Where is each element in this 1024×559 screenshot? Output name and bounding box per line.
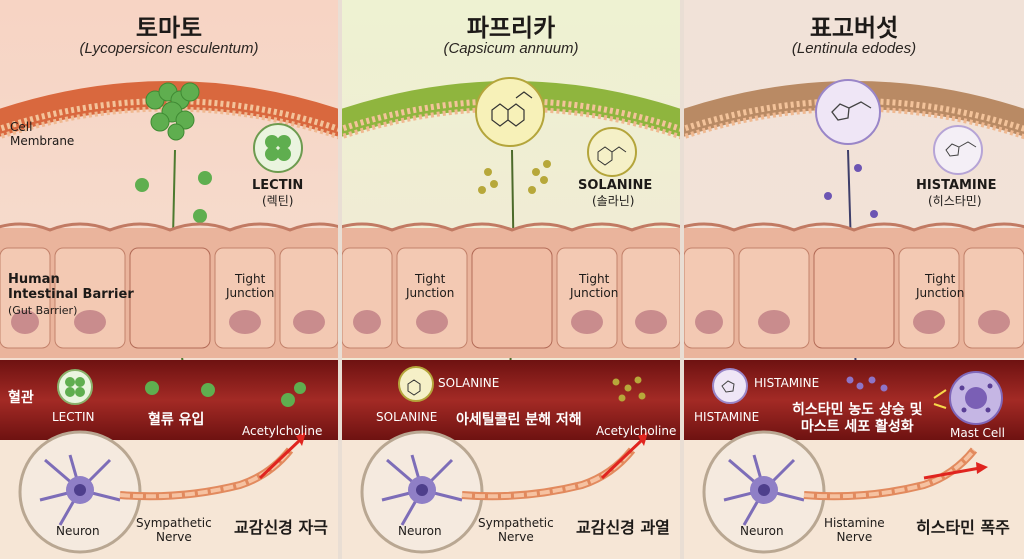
vessel-toxin-label: SOLANINE — [376, 410, 438, 424]
toxin-label: LECTIN — [252, 178, 304, 193]
final-effect: 교감신경 자극 — [234, 518, 328, 537]
vessel-toxin-top: HISTAMINE — [754, 376, 820, 390]
panel-shiitake: 표고버섯 (Lentinula edodes) HISTAMINE (히스타민)… — [684, 0, 1024, 559]
nerve-label: Sympathetic Nerve — [478, 516, 554, 544]
vessel-toxin-label: HISTAMINE — [694, 410, 760, 424]
signal-arrow — [923, 466, 981, 480]
neurotransmitter-label: Acetylcholine — [242, 424, 323, 438]
panel-subtitle: (Lentinula edodes) — [791, 40, 917, 57]
final-effect: 히스타민 폭주 — [916, 518, 1010, 537]
lectin-cluster — [145, 82, 200, 141]
membrane-label: Cell Membrane — [10, 120, 75, 148]
neuron — [39, 454, 121, 526]
vessel-effect: 혈류 유입 — [148, 412, 205, 428]
neuron — [381, 454, 463, 526]
barrier-sublabel: (Gut Barrier) — [8, 304, 78, 317]
panel-title: 토마토 — [135, 14, 203, 42]
vessel-effect: 히스타민 농도 상승 및 마스트 세포 활성화 — [792, 402, 923, 435]
vessel-toxin-label: LECTIN — [52, 410, 95, 424]
panel-subtitle: (Lycopersicon esculentum) — [79, 40, 259, 57]
junction-label: Tight Junction — [226, 272, 275, 300]
histamine-badge — [933, 125, 983, 175]
mast-cell-label: Mast Cell — [950, 426, 1005, 440]
toxin-label-kor: (히스타민) — [928, 194, 982, 208]
neuron-label: Neuron — [56, 524, 100, 538]
panel-divider — [680, 0, 684, 559]
signal-arrow — [258, 438, 302, 480]
panel-paprika: 파프리카 (Capsicum annuum) SOLANINE (솔라닌) Ti… — [342, 0, 680, 559]
neuron — [723, 454, 805, 526]
intestinal-barrier — [342, 222, 680, 358]
toxin-label: SOLANINE — [578, 178, 653, 193]
panel-divider — [338, 0, 342, 559]
neurotransmitter-label: Acetylcholine — [596, 424, 677, 438]
nerve-label: Histamine Nerve — [824, 516, 885, 544]
final-effect: 교감신경 과열 — [576, 518, 670, 537]
panel-tomato: 토마토 (Lycopersicon esculentum) Cell Membr… — [0, 0, 338, 559]
junction-label-right: Tight Junction — [570, 272, 619, 300]
neuron-label: Neuron — [398, 524, 442, 538]
panel-tomato-art — [0, 0, 338, 559]
lectin-badge — [253, 123, 303, 173]
junction-label: Tight Junction — [916, 272, 965, 300]
neuron-label: Neuron — [740, 524, 784, 538]
panel-title: 표고버섯 — [809, 14, 899, 42]
panel-subtitle: (Capsicum annuum) — [443, 40, 579, 57]
junction-label-left: Tight Junction — [406, 272, 455, 300]
vessel-toxin-top: SOLANINE — [438, 376, 500, 390]
solanine-molecule — [475, 77, 545, 147]
toxin-label-kor: (렉틴) — [262, 194, 294, 208]
intestinal-barrier — [684, 222, 1024, 358]
panel-paprika-art — [342, 0, 680, 559]
intestinal-barrier — [0, 222, 338, 358]
panel-title: 파프리카 — [466, 14, 556, 42]
vessel-effect: 아세틸콜린 분해 저해 — [456, 412, 582, 428]
barrier-label: Human Intestinal Barrier — [8, 272, 134, 302]
toxin-label: HISTAMINE — [916, 178, 997, 193]
signal-arrow — [600, 438, 644, 480]
solanine-particles — [478, 160, 551, 194]
nerve-label: Sympathetic Nerve — [136, 516, 212, 544]
panel-shiitake-art — [684, 0, 1024, 559]
toxin-label-kor: (솔라닌) — [592, 194, 635, 208]
vessel-label: 혈관 — [8, 390, 34, 406]
